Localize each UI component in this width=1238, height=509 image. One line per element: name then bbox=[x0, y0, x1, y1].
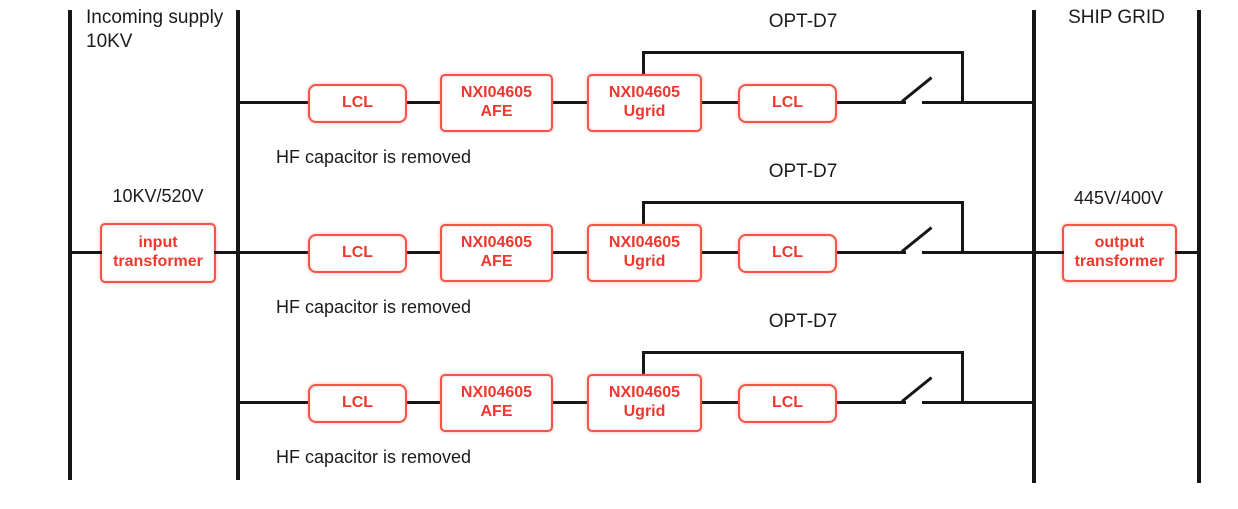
ugrid-type-label: Ugrid bbox=[623, 253, 666, 270]
input-transformer-line2: transformer bbox=[113, 253, 203, 270]
lcl-filter-input-box: LCL bbox=[308, 234, 407, 273]
afe-drive-box: NXI04605 AFE bbox=[440, 74, 553, 132]
afe-model-label: NXI04605 bbox=[460, 84, 533, 102]
wire bbox=[238, 251, 308, 254]
feedback-wire-left bbox=[642, 201, 645, 227]
feedback-wire-right bbox=[961, 201, 964, 254]
wire bbox=[552, 251, 588, 254]
ship-grid-bus-left bbox=[1032, 10, 1036, 483]
output-transformer-box: output transformer bbox=[1062, 224, 1177, 282]
feedback-wire-top bbox=[642, 51, 964, 54]
ugrid-model-label: NXI04605 bbox=[608, 384, 681, 402]
feedback-wire-right bbox=[961, 351, 964, 404]
afe-model-label: NXI04605 bbox=[460, 234, 533, 252]
feedback-wire-left bbox=[642, 351, 645, 377]
incoming-supply-line2: 10KV bbox=[86, 31, 133, 53]
hf-capacitor-note: HF capacitor is removed bbox=[276, 297, 472, 317]
afe-type-label: AFE bbox=[480, 403, 513, 420]
opt-d7-label: OPT-D7 bbox=[768, 311, 838, 332]
wire bbox=[552, 401, 588, 404]
incoming-bus-right bbox=[236, 10, 240, 480]
ugrid-drive-box: NXI04605 Ugrid bbox=[587, 224, 702, 282]
input-transformer-box: input transformer bbox=[100, 223, 216, 283]
afe-model-label: NXI04605 bbox=[460, 384, 533, 402]
output-transformer-ratio: 445V/400V bbox=[1073, 188, 1164, 208]
disconnect-switch-icon bbox=[901, 376, 933, 403]
lcl-label: LCL bbox=[341, 244, 374, 262]
wire bbox=[701, 251, 739, 254]
wire bbox=[836, 101, 906, 104]
wire bbox=[836, 401, 906, 404]
wire bbox=[922, 251, 1034, 254]
lcl-filter-output-box: LCL bbox=[738, 234, 837, 273]
wire bbox=[552, 101, 588, 104]
afe-type-label: AFE bbox=[480, 103, 513, 120]
opt-d7-label: OPT-D7 bbox=[768, 11, 838, 32]
converter-row-3: OPT-D7 LCL NXI04605 AFE NXI04605 Ugrid L… bbox=[0, 300, 1238, 472]
ugrid-type-label: Ugrid bbox=[623, 103, 666, 120]
feedback-wire-top bbox=[642, 201, 964, 204]
incoming-bus-left bbox=[68, 10, 72, 480]
lcl-filter-output-box: LCL bbox=[738, 84, 837, 123]
output-transformer-line1: output bbox=[1094, 234, 1145, 252]
opt-d7-label: OPT-D7 bbox=[768, 161, 838, 182]
hf-capacitor-note: HF capacitor is removed bbox=[276, 447, 472, 467]
ugrid-model-label: NXI04605 bbox=[608, 84, 681, 102]
afe-drive-box: NXI04605 AFE bbox=[440, 224, 553, 282]
wire bbox=[701, 101, 739, 104]
incoming-supply-label: Incoming supply 10KV bbox=[86, 6, 223, 55]
wire bbox=[238, 101, 308, 104]
lcl-label: LCL bbox=[771, 394, 804, 412]
wire bbox=[836, 251, 906, 254]
afe-drive-box: NXI04605 AFE bbox=[440, 374, 553, 432]
converter-row-2: OPT-D7 LCL NXI04605 AFE NXI04605 Ugrid L… bbox=[0, 150, 1238, 322]
ugrid-type-label: Ugrid bbox=[623, 403, 666, 420]
wire bbox=[407, 251, 441, 254]
wire bbox=[922, 101, 1034, 104]
disconnect-switch-icon bbox=[901, 76, 933, 103]
wire-output-transformer-left bbox=[1034, 251, 1064, 254]
lcl-filter-input-box: LCL bbox=[308, 84, 407, 123]
incoming-supply-line1: Incoming supply bbox=[86, 7, 224, 28]
wire bbox=[701, 401, 739, 404]
wire-input-transformer-right bbox=[214, 251, 238, 254]
lcl-label: LCL bbox=[771, 244, 804, 262]
wire bbox=[238, 401, 308, 404]
ship-grid-bus-right bbox=[1197, 10, 1201, 483]
converter-row-1: OPT-D7 LCL NXI04605 AFE NXI04605 Ugrid L… bbox=[0, 0, 1238, 172]
input-transformer-line1: input bbox=[138, 234, 178, 252]
feedback-wire-right bbox=[961, 51, 964, 104]
wire bbox=[922, 401, 1034, 404]
feedback-wire-left bbox=[642, 51, 645, 77]
input-transformer-ratio: 10KV/520V bbox=[112, 186, 204, 206]
wire bbox=[407, 401, 441, 404]
afe-type-label: AFE bbox=[480, 253, 513, 270]
lcl-label: LCL bbox=[771, 94, 804, 112]
wire-output-transformer-right bbox=[1175, 251, 1199, 254]
ugrid-drive-box: NXI04605 Ugrid bbox=[587, 374, 702, 432]
lcl-filter-output-box: LCL bbox=[738, 384, 837, 423]
lcl-label: LCL bbox=[341, 394, 374, 412]
ship-grid-label: SHIP GRID bbox=[1068, 7, 1165, 28]
disconnect-switch-icon bbox=[901, 226, 933, 253]
output-transformer-line2: transformer bbox=[1074, 253, 1165, 270]
ugrid-drive-box: NXI04605 Ugrid bbox=[587, 74, 702, 132]
wire bbox=[407, 101, 441, 104]
hf-capacitor-note: HF capacitor is removed bbox=[276, 147, 472, 167]
lcl-label: LCL bbox=[341, 94, 374, 112]
lcl-filter-input-box: LCL bbox=[308, 384, 407, 423]
feedback-wire-top bbox=[642, 351, 964, 354]
ugrid-model-label: NXI04605 bbox=[608, 234, 681, 252]
wire-input-transformer-left bbox=[70, 251, 102, 254]
